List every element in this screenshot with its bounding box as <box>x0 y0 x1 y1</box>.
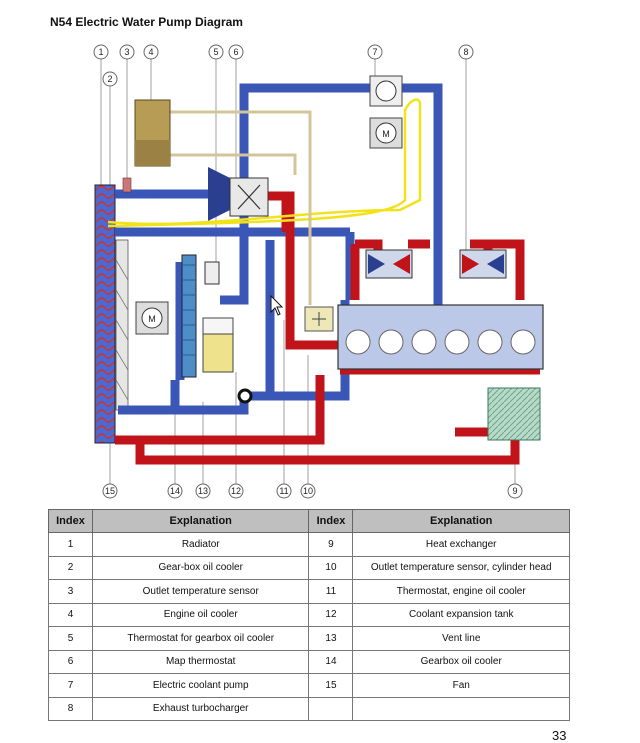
table-row: 4 Engine oil cooler 12 Coolant expansion… <box>48 602 570 627</box>
row-index: 4 <box>48 602 93 627</box>
pump-motor-label: M <box>382 129 390 139</box>
table-row: 3 Outlet temperature sensor 11 Thermosta… <box>48 579 570 604</box>
row-explanation: Radiator <box>91 532 310 557</box>
callout-8: 8 <box>463 47 468 57</box>
callout-1: 1 <box>98 47 103 57</box>
row-explanation: Exhaust turbocharger <box>91 696 310 721</box>
callout-9: 9 <box>512 486 517 496</box>
coolant-circuit-diagram: M M 1 2 3 4 5 <box>93 44 544 499</box>
row-index: 2 <box>48 555 93 580</box>
row-index: 5 <box>48 626 93 651</box>
row-index: 6 <box>48 649 93 674</box>
thermostat-gearbox-oil-cooler <box>204 261 220 285</box>
callouts-bottom: 15 14 13 12 11 10 9 <box>102 483 523 499</box>
cylinders <box>345 329 536 355</box>
table-row: 2 Gear-box oil cooler 10 Outlet temperat… <box>48 555 570 580</box>
outlet-temperature-sensor <box>122 177 132 193</box>
callout-7: 7 <box>372 47 377 57</box>
row-index: 11 <box>308 579 354 604</box>
table-row: 7 Electric coolant pump 15 Fan <box>48 673 570 698</box>
radiator <box>94 184 116 444</box>
component-legend-table: Index Explanation Index Explanation 1 Ra… <box>48 509 570 721</box>
fan <box>115 239 129 411</box>
row-index: 12 <box>308 602 354 627</box>
row-explanation: Gear-box oil cooler <box>91 555 310 580</box>
page-number: 33 <box>552 728 567 743</box>
row-index: 1 <box>48 532 93 557</box>
row-explanation: Heat exchanger <box>352 532 570 557</box>
row-explanation: Engine oil cooler <box>91 602 310 627</box>
callout-10: 10 <box>303 486 313 496</box>
header-explanation-right: Explanation <box>352 509 570 533</box>
row-explanation: Fan <box>352 673 570 698</box>
gearbox-oil-cooler <box>181 254 197 378</box>
callout-2: 2 <box>107 74 112 84</box>
fan-motor-label: M <box>148 314 156 324</box>
row-explanation: Thermostat, engine oil cooler <box>352 579 570 604</box>
table-row: 5 Thermostat for gearbox oil cooler 13 V… <box>48 626 570 651</box>
callout-3: 3 <box>124 47 129 57</box>
callouts-top: 1 2 3 4 5 6 7 8 <box>93 44 474 87</box>
callout-5: 5 <box>213 47 218 57</box>
row-index: 13 <box>308 626 354 651</box>
row-index <box>308 696 354 721</box>
row-index: 7 <box>48 673 93 698</box>
header-explanation-left: Explanation <box>91 509 310 533</box>
mouse-cursor-icon <box>270 294 284 316</box>
exhaust-turbocharger-left <box>365 249 413 279</box>
row-explanation: Outlet temperature sensor <box>91 579 310 604</box>
row-index: 10 <box>308 555 354 580</box>
callout-6: 6 <box>233 47 238 57</box>
row-explanation: Coolant expansion tank <box>352 602 570 627</box>
row-index: 15 <box>308 673 354 698</box>
row-index: 8 <box>48 696 93 721</box>
table-row: 1 Radiator 9 Heat exchanger <box>48 532 570 557</box>
header-index-right: Index <box>308 509 354 533</box>
exhaust-turbocharger-right <box>459 249 507 279</box>
row-explanation: Gearbox oil cooler <box>352 649 570 674</box>
row-index: 3 <box>48 579 93 604</box>
callout-4: 4 <box>148 47 153 57</box>
table-row: 8 Exhaust turbocharger <box>48 696 570 721</box>
row-explanation: Vent line <box>352 626 570 651</box>
callout-11: 11 <box>279 486 288 496</box>
row-explanation: Thermostat for gearbox oil cooler <box>91 626 310 651</box>
callout-12: 12 <box>231 486 241 496</box>
callout-14: 14 <box>170 486 180 496</box>
callout-13: 13 <box>198 486 208 496</box>
page-title: N54 Electric Water Pump Diagram <box>50 15 243 29</box>
row-index: 9 <box>308 532 354 557</box>
table-header-row: Index Explanation Index Explanation <box>48 509 570 533</box>
row-index: 14 <box>308 649 354 674</box>
vent-line <box>107 98 422 228</box>
engine-cylinder-head <box>337 304 544 370</box>
callout-15: 15 <box>105 486 115 496</box>
heat-exchanger <box>487 387 541 441</box>
row-explanation: Electric coolant pump <box>91 673 310 698</box>
row-explanation <box>352 696 570 721</box>
row-explanation: Outlet temperature sensor, cylinder head <box>352 555 570 580</box>
header-index-left: Index <box>48 509 93 533</box>
table-row: 6 Map thermostat 14 Gearbox oil cooler <box>48 649 570 674</box>
row-explanation: Map thermostat <box>91 649 310 674</box>
